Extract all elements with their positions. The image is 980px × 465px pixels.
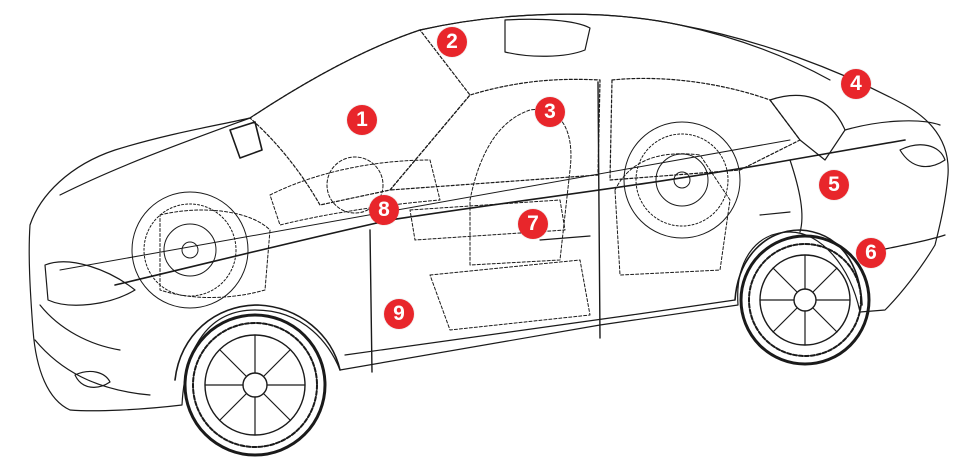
trunk-line bbox=[844, 120, 941, 131]
marker-4[interactable]: 4 bbox=[841, 69, 871, 99]
sight-line bbox=[59, 139, 791, 271]
front-wheel-arch bbox=[174, 304, 341, 381]
marker-7[interactable]: 7 bbox=[518, 209, 548, 239]
rear-glass bbox=[769, 94, 846, 161]
fog-light bbox=[74, 370, 111, 388]
front-seat bbox=[469, 108, 572, 266]
front-door-window bbox=[389, 78, 601, 191]
door-handle-rear bbox=[759, 211, 791, 216]
rear-door-seam bbox=[789, 159, 803, 233]
grille bbox=[39, 304, 121, 351]
marker-5[interactable]: 5 bbox=[819, 170, 849, 200]
rear-bumper bbox=[879, 234, 946, 251]
sill-line bbox=[344, 299, 736, 356]
marker-2[interactable]: 2 bbox=[437, 27, 467, 57]
front-wheel bbox=[183, 313, 327, 457]
door-handle-front bbox=[539, 235, 591, 241]
marker-9[interactable]: 9 bbox=[384, 299, 414, 329]
engine-block bbox=[159, 209, 271, 298]
headlight bbox=[44, 261, 136, 306]
rear-wheel-arch bbox=[734, 229, 863, 306]
rear-wheel bbox=[739, 234, 871, 366]
marker-3[interactable]: 3 bbox=[535, 97, 565, 127]
floor-mat bbox=[429, 259, 591, 331]
front-door-seam bbox=[369, 229, 373, 373]
steering-wheel bbox=[326, 156, 384, 214]
hood-line bbox=[59, 117, 251, 196]
marker-1[interactable]: 1 bbox=[347, 105, 377, 135]
tail-light bbox=[899, 144, 946, 168]
side-mirror bbox=[229, 121, 263, 159]
center-console bbox=[409, 199, 566, 241]
front-bumper bbox=[34, 339, 151, 396]
dashboard bbox=[269, 159, 441, 226]
interior-group bbox=[159, 108, 731, 331]
sunroof bbox=[504, 18, 591, 57]
inner-wheel-front bbox=[131, 191, 249, 309]
roof-line bbox=[419, 13, 831, 81]
center-pillar-seam bbox=[597, 81, 601, 339]
marker-6[interactable]: 6 bbox=[856, 238, 886, 268]
marker-8[interactable]: 8 bbox=[369, 195, 399, 225]
inner-wheel-rear bbox=[623, 121, 741, 239]
beltline bbox=[114, 139, 906, 286]
